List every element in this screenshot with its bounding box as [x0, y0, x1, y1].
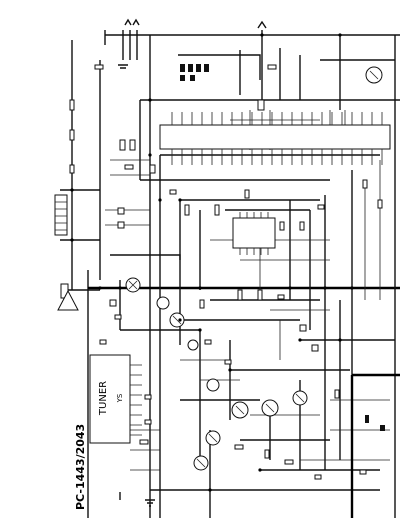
- ground-symbols: [118, 18, 267, 507]
- output-section-box: [350, 373, 400, 518]
- model-number-label: PC-1443/2043: [74, 424, 87, 510]
- junction-dots: [70, 33, 354, 492]
- main-ic-pins-bottom: [171, 149, 383, 165]
- main-ic: [159, 112, 391, 165]
- transistors: [125, 66, 383, 471]
- small-ic: [232, 212, 276, 255]
- signal-wires: [105, 110, 390, 471]
- bus-wires: [60, 30, 400, 518]
- antenna-speaker-symbol: [57, 283, 100, 311]
- tuner-id-label: YS: [116, 393, 124, 403]
- left-connector: [54, 194, 68, 236]
- tuner-label: TUNER: [98, 381, 109, 416]
- passive-components: [69, 64, 385, 480]
- main-ic-pins-top: [171, 112, 383, 125]
- tuner-block: TUNER YS: [89, 354, 142, 444]
